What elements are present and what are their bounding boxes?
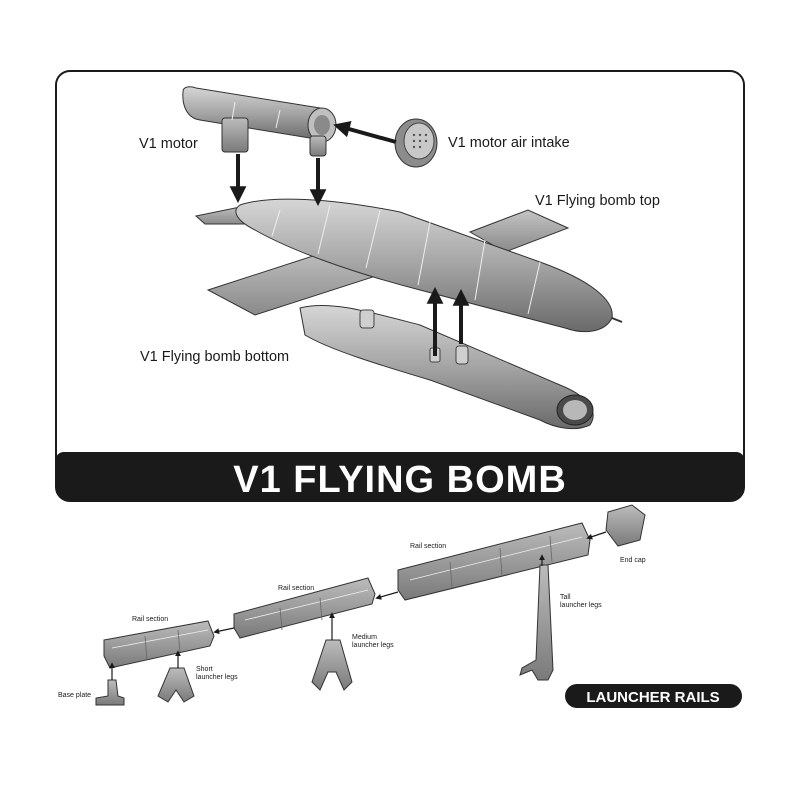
label-short-legs-2: launcher legs — [196, 674, 238, 681]
label-tall-legs-1: Tall — [560, 594, 571, 601]
bomb-bottom-part — [299, 304, 594, 430]
v1-motor-part — [182, 86, 337, 157]
assembly-arrows — [229, 121, 470, 356]
label-rail-section-short: Rail section — [132, 616, 168, 623]
arrow-mid-to-short — [213, 627, 235, 635]
label-end-cap: End cap — [620, 557, 646, 564]
arrow-intake — [333, 121, 397, 144]
end-cap-part — [605, 504, 646, 547]
label-bomb-top: V1 Flying bomb top — [535, 193, 660, 209]
label-medium-legs-2: launcher legs — [352, 642, 394, 649]
bomb-top-part — [235, 198, 623, 333]
rail-section-long — [397, 522, 591, 601]
title-bar — [56, 462, 744, 501]
label-tall-legs-2: launcher legs — [560, 602, 602, 609]
short-legs-part — [157, 667, 195, 703]
arrow-endcap — [586, 531, 607, 540]
air-intake-part — [394, 118, 438, 168]
rail-section-short — [103, 620, 215, 669]
arrow-long-to-mid — [375, 591, 399, 600]
base-plate-part — [95, 679, 125, 706]
label-rail-section-middle: Rail section — [278, 585, 314, 592]
launcher-rails-title: LAUNCHER RAILS — [586, 689, 719, 706]
label-rail-section-long: Rail section — [410, 543, 446, 550]
medium-legs-part — [311, 639, 353, 691]
label-short-legs-1: Short — [196, 666, 213, 673]
label-v1-motor: V1 motor — [139, 136, 198, 152]
page-title: V1 FLYING BOMB — [233, 459, 567, 501]
label-base-plate: Base plate — [58, 692, 91, 699]
label-air-intake: V1 motor air intake — [448, 135, 570, 151]
launcher-rails-diagram: Rail section End cap Tall launcher legs … — [58, 504, 646, 706]
label-medium-legs-1: Medium — [352, 634, 377, 641]
label-bomb-bottom: V1 Flying bomb bottom — [140, 349, 289, 365]
launcher-rails-badge — [565, 684, 742, 708]
tall-legs-part — [519, 564, 554, 681]
